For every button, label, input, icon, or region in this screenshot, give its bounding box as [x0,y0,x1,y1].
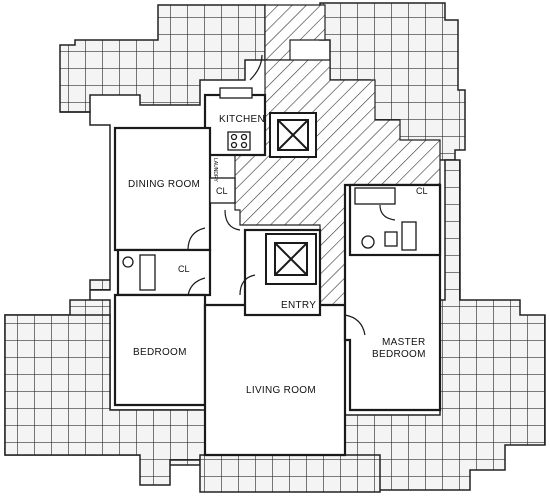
labels: KITCHEN DINING ROOM BEDROOM LIVING ROOM … [128,114,428,396]
elevators [265,112,317,285]
stove [227,131,251,151]
master-sink [384,231,398,247]
door-entry [239,274,256,296]
label-closet-bedroom: CL [178,264,190,274]
terrace [4,2,546,493]
dining-closet [209,177,236,204]
label-kitchen: KITCHEN [219,114,265,125]
door-living [224,209,241,231]
fixtures [122,87,417,291]
label-master-line1: MASTER [382,337,425,348]
door-master [344,314,366,336]
bedroom-toilet [122,256,134,268]
master-vanity [401,221,417,251]
label-laundry: LAUNDRY [212,158,218,182]
label-living-room: LIVING ROOM [246,385,316,396]
label-closet-master: CL [416,186,428,196]
door-kitchen [249,54,263,81]
bedroom-closet-bath [116,248,212,297]
terrace-east [344,159,546,491]
elevator-lower [265,233,317,285]
hatched-north [264,4,326,61]
elevator-upper [269,112,317,158]
door-master-bath [379,204,396,221]
door-dining [187,227,206,251]
label-bedroom: BEDROOM [133,347,187,358]
terrace-west-lower [4,314,206,486]
label-closet-dining: CL [216,186,228,196]
doors [187,54,396,336]
master-toilet [361,235,375,249]
terrace-south [199,454,381,493]
terrace-north-west [59,4,266,113]
living-room [203,303,347,457]
label-master-line2: BEDROOM [372,349,426,360]
label-entry: ENTRY [281,300,316,311]
kitchen-counter [219,87,253,99]
bedroom-tub [139,254,156,291]
master-tub [354,187,396,205]
door-bedroom [187,277,206,297]
label-dining-room: DINING ROOM [128,179,200,190]
